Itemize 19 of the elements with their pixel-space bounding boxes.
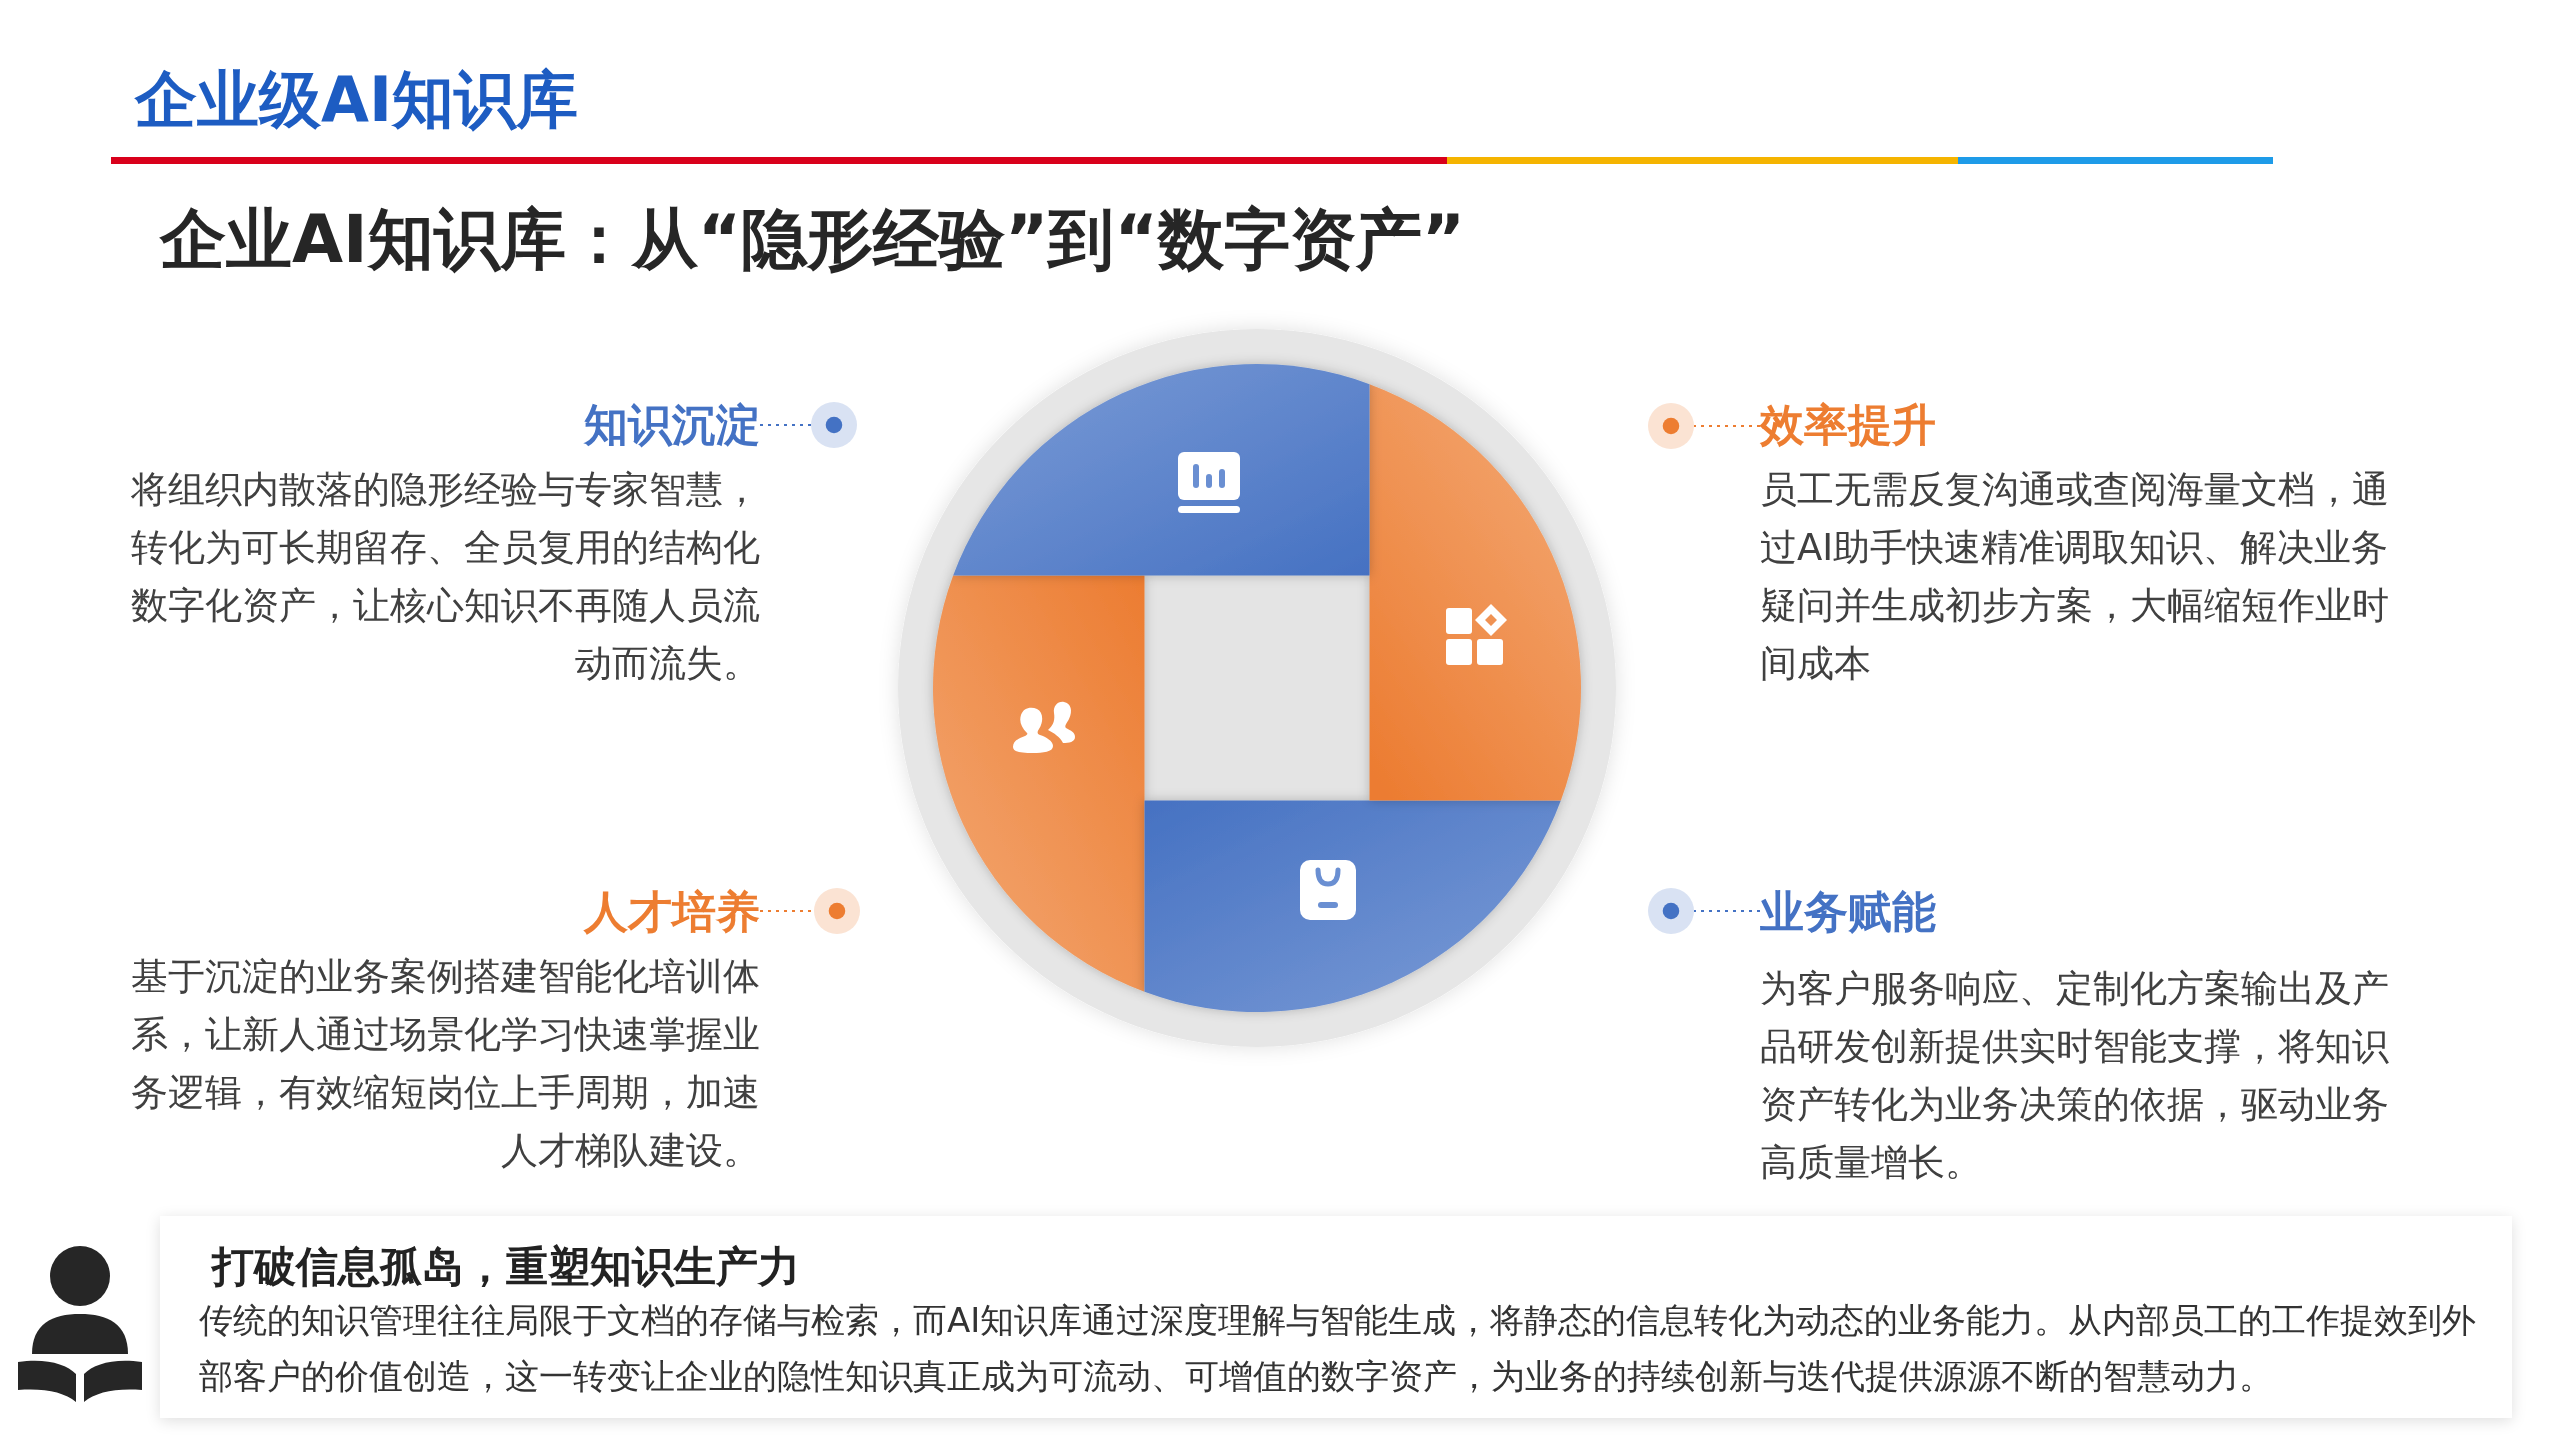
subtitle: 企业AI知识库：从“隐形经验”到“数字资产”	[160, 200, 1466, 280]
dot-marker	[811, 402, 857, 448]
section-heading: 业务赋能	[1760, 885, 1936, 939]
section-description: 为客户服务响应、定制化方案输出及产品研发创新提供实时智能支撑，将知识资产转化为业务决策的依据，驱动业务高质量增长。	[1760, 966, 2390, 1186]
section-description: 将组织内散落的隐形经验与专家智慧，转化为可长期留存、全员复用的结构化数字化资产，让核心知识不再随人员流动而流失。	[130, 467, 760, 687]
section-heading: 效率提升	[1760, 398, 1936, 452]
leader-line	[759, 424, 812, 426]
card-description: 传统的知识管理往往局限于文档的存储与检索，而AI知识库通过深度理解与智能生成，将静态的信息转化为动态的业务能力。从内部员工的工作提效到外部客户的价值创造，这一转变让企业的隐性知识真正成为可流动、可增值的数字资产，为业务的持续创新与迭代提供源源不断的智慧动力。	[199, 1299, 2478, 1398]
dot-marker	[1648, 888, 1694, 934]
section-description: 基于沉淀的业务案例搭建智能化培训体系，让新人通过场景化学习快速掌握业务逻辑，有效缩短岗位上手周期，加速人才梯队建设。	[130, 954, 760, 1174]
section-description: 员工无需反复沟通或查阅海量文档，通过AI助手快速精准调取知识、解决业务疑问并生成初步方案，大幅缩短作业时间成本	[1760, 467, 2390, 687]
section-heading: 人才培养	[584, 885, 760, 939]
leader-line	[1693, 425, 1761, 427]
page-title: 企业级AI知识库	[135, 63, 579, 137]
leader-line	[1693, 910, 1761, 912]
card-heading: 打破信息孤岛，重塑知识生产力	[212, 1242, 800, 1292]
dot-marker	[1648, 403, 1694, 449]
dot-marker	[814, 888, 860, 934]
section-heading: 知识沉淀	[584, 398, 760, 452]
